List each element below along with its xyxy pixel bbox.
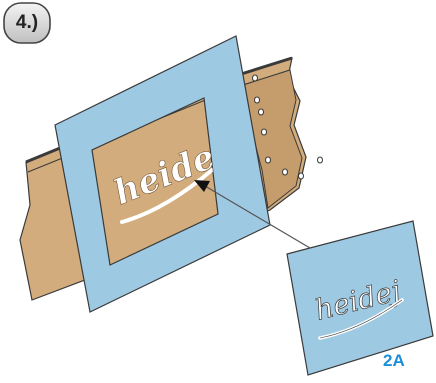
part-label: 2A [383,351,405,371]
rivet-hole [259,109,264,115]
rivet-hole [266,157,271,163]
rivet-hole [299,173,304,179]
rivet-hole [262,129,267,135]
rivet-hole [255,97,260,103]
rivet-hole [253,75,258,81]
rivet-hole [283,169,288,175]
step-label: 4.) [3,2,51,44]
rivet-hole [318,157,323,163]
